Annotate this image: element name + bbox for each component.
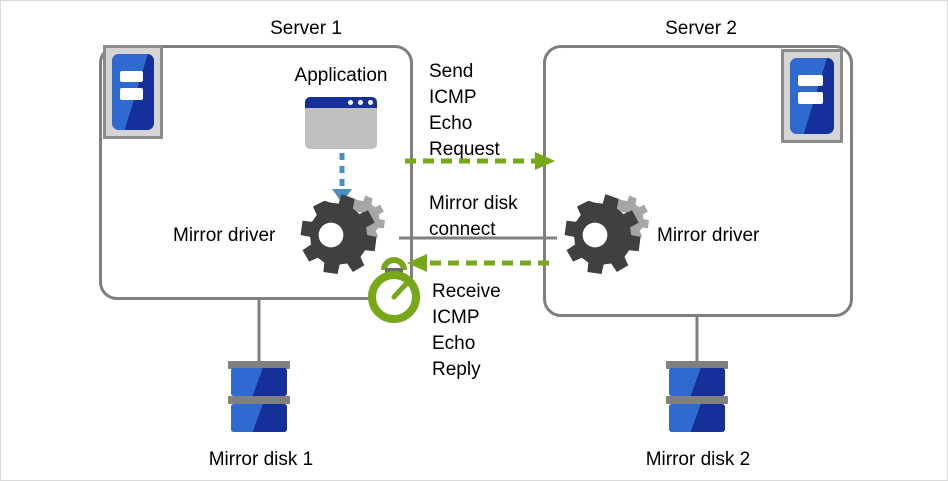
server-bar bbox=[797, 92, 823, 104]
server2-title: Server 2 bbox=[665, 18, 737, 39]
disk-body bbox=[669, 404, 725, 432]
server-icon-right bbox=[781, 49, 843, 143]
server2-box bbox=[543, 45, 853, 317]
mirror-disk-connect-label: Mirror disk connect bbox=[429, 193, 518, 240]
server1-box bbox=[99, 45, 413, 300]
mirror-disk-icon-right bbox=[666, 361, 728, 439]
mirror-driver-label-left: Mirror driver bbox=[173, 225, 276, 246]
server-bar bbox=[797, 74, 823, 87]
window-dot bbox=[358, 100, 363, 105]
window-dot bbox=[348, 100, 353, 105]
server-chassis bbox=[790, 58, 834, 134]
disk-body bbox=[669, 368, 725, 396]
send-icmp-echo-request-label: Send ICMP Echo Request bbox=[429, 61, 500, 160]
window-dot bbox=[368, 100, 373, 105]
mirror-disk-icon-left bbox=[228, 361, 290, 439]
window-titlebar bbox=[305, 97, 377, 108]
server-bar bbox=[119, 88, 144, 100]
server-chassis bbox=[112, 54, 154, 130]
mirror-driver-label-right: Mirror driver bbox=[657, 225, 760, 246]
server-icon-left bbox=[103, 45, 163, 139]
server1-title: Server 1 bbox=[270, 18, 342, 39]
mirror-disk-1-label: Mirror disk 1 bbox=[208, 449, 314, 470]
disk-body bbox=[231, 368, 287, 396]
receive-icmp-echo-reply-label: Receive ICMP Echo Reply bbox=[432, 281, 501, 380]
disk-body bbox=[231, 404, 287, 432]
disk-plate bbox=[228, 396, 290, 404]
mirror-disk-2-label: Mirror disk 2 bbox=[645, 449, 751, 470]
server-bar bbox=[119, 70, 144, 83]
application-label: Application bbox=[294, 65, 388, 86]
dashed-left-arrow-icon bbox=[407, 254, 549, 272]
application-window-icon bbox=[305, 97, 377, 149]
disk-plate bbox=[666, 361, 728, 369]
disk-plate bbox=[228, 361, 290, 369]
disk-plate bbox=[666, 396, 728, 404]
